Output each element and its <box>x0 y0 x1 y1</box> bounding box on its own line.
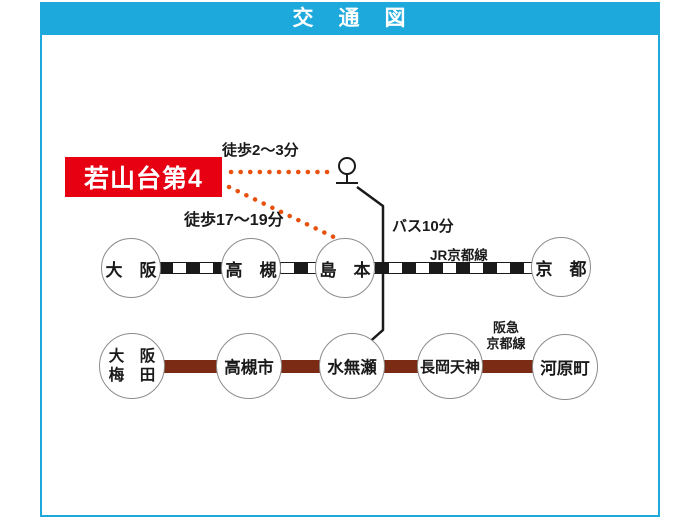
station-label: 河原町 <box>540 360 590 378</box>
station-kyoto: 京 都 <box>531 237 591 297</box>
station-label: 高槻市 <box>224 359 274 377</box>
station-label: 大 阪 <box>108 348 156 365</box>
station-label: 梅 田 <box>108 367 156 384</box>
walk-short-label: 徒歩2〜3分 <box>222 142 299 159</box>
title-bar: 交 通 図 <box>40 2 660 35</box>
station-takatsuki: 高 槻 <box>221 238 281 298</box>
jr-line-name-label: JR京都線 <box>430 248 488 263</box>
walk-long-label: 徒歩17〜19分 <box>184 212 284 229</box>
station-label: 京 都 <box>535 259 587 279</box>
station-kawaramachi: 河原町 <box>532 334 598 400</box>
station-osaka-umeda: 大 阪 梅 田 <box>99 333 165 399</box>
property-badge: 若山台第4 <box>65 157 222 197</box>
station-shimamoto: 島 本 <box>315 238 375 298</box>
station-takatsukishi: 高槻市 <box>216 333 282 399</box>
station-label: 高 槻 <box>225 260 277 280</box>
hankyu-line-name-line1: 阪急 <box>492 320 519 335</box>
property-name: 若山台第4 <box>84 165 203 193</box>
station-label: 大 阪 <box>105 260 157 280</box>
hankyu-line-name-line2: 京都線 <box>486 336 526 351</box>
bus-duration-label: バス10分 <box>392 218 454 235</box>
station-label: 長岡天神 <box>419 358 480 376</box>
hankyu-line-name-label: 阪急 京都線 <box>478 320 534 352</box>
station-osaka: 大 阪 <box>101 238 161 298</box>
station-label: 島 本 <box>319 260 371 280</box>
station-label: 水無瀬 <box>327 359 377 377</box>
station-nagaokatenjin: 長岡天神 <box>417 333 483 399</box>
station-minase: 水無瀬 <box>319 333 385 399</box>
page-title: 交 通 図 <box>292 7 408 30</box>
